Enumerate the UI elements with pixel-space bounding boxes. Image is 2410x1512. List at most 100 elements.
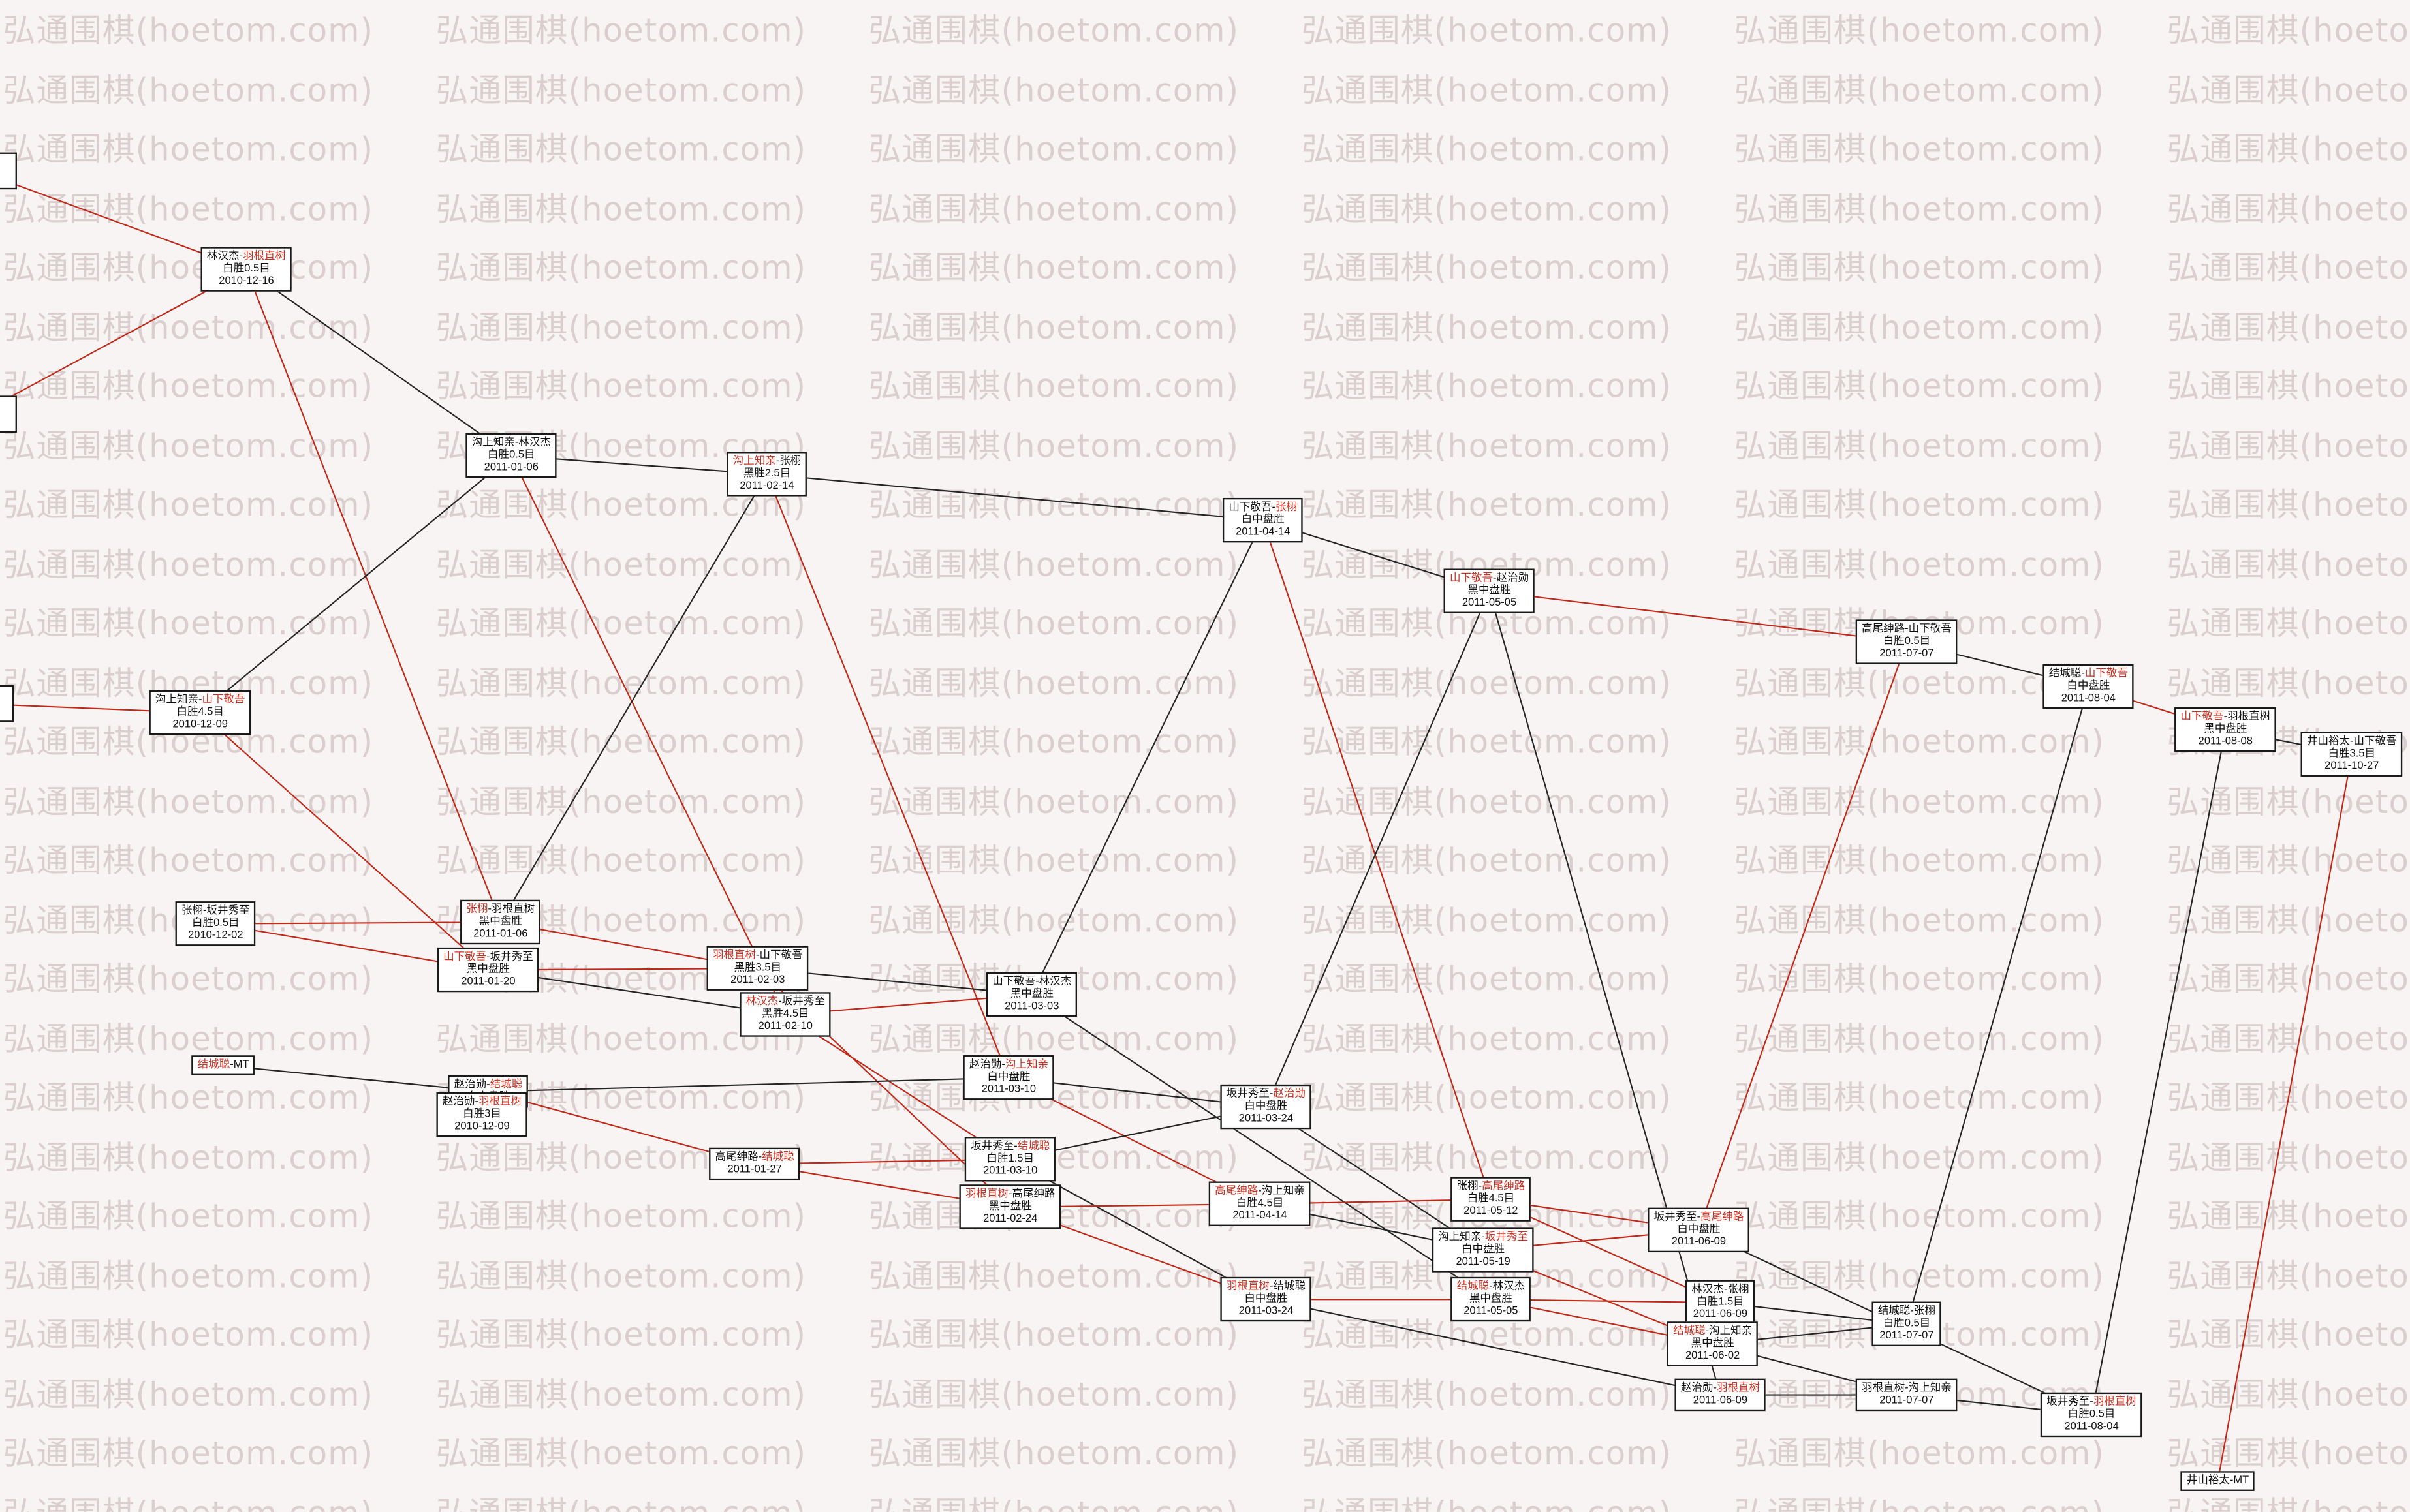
match-date: 2011-02-14 bbox=[740, 480, 794, 491]
player-name: 坂井秀至- bbox=[971, 1140, 1018, 1152]
match-node-iyama-mt[interactable]: 井山裕太-MT bbox=[2180, 1471, 2255, 1492]
match-date: 2011-08-08 bbox=[2198, 735, 2253, 747]
match-date: 2010-12-02 bbox=[188, 930, 243, 941]
match-title: 坂井秀至-羽根直树 bbox=[2046, 1396, 2136, 1409]
match-title: 坂井秀至-结城聪 bbox=[971, 1141, 1050, 1153]
player-name: 沟上知亲- bbox=[155, 694, 202, 705]
player-name-highlight: 结城聪 bbox=[197, 1059, 230, 1070]
player-name-highlight: 高尾绅路 bbox=[1482, 1180, 1526, 1192]
player-name-highlight: 羽根直树 bbox=[1226, 1280, 1270, 1292]
player-name: 结城聪- bbox=[2048, 668, 2085, 679]
match-date: 2011-05-12 bbox=[1463, 1205, 1518, 1217]
match-edge-line bbox=[2091, 730, 2227, 1415]
match-node-yuki-mt[interactable]: 结城聪-MT bbox=[191, 1055, 256, 1076]
match-title: 山下敬吾-坂井秀至 bbox=[443, 951, 533, 964]
player-name-highlight: 羽根直树 bbox=[1716, 1382, 1761, 1394]
match-title: 井山裕太-山下敬吾 bbox=[2307, 735, 2397, 748]
match-result: 白胜0.5目 bbox=[1883, 1318, 1931, 1329]
player-name-highlight: 山下敬吾 bbox=[443, 951, 487, 963]
match-date: 2011-08-04 bbox=[2061, 692, 2116, 704]
match-node-e1[interactable] bbox=[0, 152, 17, 190]
match-result: 黑中盘胜 bbox=[1467, 585, 1511, 596]
match-edge-line bbox=[1031, 994, 1492, 1301]
match-date: 2011-03-24 bbox=[1238, 1113, 1294, 1124]
match-date: 2011-06-09 bbox=[1671, 1236, 1727, 1248]
player-name: -林汉杰 bbox=[1489, 1280, 1526, 1292]
match-result: 白中盘胜 bbox=[1244, 1293, 1288, 1304]
player-name: 赵治勋- bbox=[1680, 1382, 1717, 1394]
match-result: 黑中盘胜 bbox=[988, 1201, 1032, 1212]
player-name: -沟上知亲 bbox=[1258, 1185, 1305, 1196]
match-edge-line bbox=[200, 712, 489, 971]
player-name: 坂井秀至- bbox=[1226, 1088, 1274, 1100]
match-result: 白胜3.5目 bbox=[2328, 748, 2376, 760]
match-date: 2011-07-07 bbox=[1879, 1395, 1934, 1406]
player-name: 张栩- bbox=[1456, 1180, 1482, 1192]
match-title: 高尾绅路-山下敬吾 bbox=[1862, 623, 1952, 636]
match-title: 山下敬吾-林汉杰 bbox=[992, 976, 1071, 989]
player-name-highlight: 结城聪 bbox=[1017, 1140, 1050, 1152]
player-name: 坂井秀至- bbox=[2046, 1396, 2093, 1408]
match-result: 白胜4.5目 bbox=[176, 706, 224, 718]
match-edge-line bbox=[1010, 1158, 1266, 1301]
player-name-highlight: 张栩 bbox=[466, 903, 488, 915]
match-result: 白中盘胜 bbox=[2067, 680, 2110, 692]
player-name-highlight: 山下敬吾 bbox=[2180, 711, 2224, 722]
match-node-e2[interactable] bbox=[0, 395, 17, 433]
match-result: 黑中盘胜 bbox=[466, 963, 510, 975]
match-node-e3[interactable] bbox=[0, 685, 14, 722]
match-title: 林汉杰-张栩 bbox=[1691, 1284, 1749, 1296]
match-title: 山下敬吾-张栩 bbox=[1228, 502, 1297, 514]
match-edge-line bbox=[488, 1077, 1009, 1092]
match-title: 沟上知亲-张栩 bbox=[733, 455, 802, 468]
player-name: -赵治勋 bbox=[1493, 572, 1529, 583]
match-edge-line bbox=[1698, 641, 1907, 1231]
player-name: -高尾绅路 bbox=[1009, 1188, 1056, 1199]
player-name: 坂井秀至- bbox=[1653, 1211, 1701, 1223]
match-edge-line bbox=[215, 921, 501, 925]
player-name-highlight: 山下敬吾 bbox=[2084, 668, 2128, 679]
player-name: 井山裕太-山下敬吾 bbox=[2306, 735, 2397, 747]
match-title: 羽根直树-高尾绅路 bbox=[965, 1188, 1056, 1201]
player-name: 高尾绅路- bbox=[715, 1151, 762, 1163]
match-date: 2011-01-06 bbox=[484, 461, 539, 473]
match-date: 2011-01-06 bbox=[473, 928, 528, 940]
player-name-highlight: 羽根直树 bbox=[2093, 1396, 2136, 1408]
match-edge-line bbox=[1489, 590, 1907, 643]
match-title: 羽根直树-结城聪 bbox=[1227, 1281, 1306, 1293]
